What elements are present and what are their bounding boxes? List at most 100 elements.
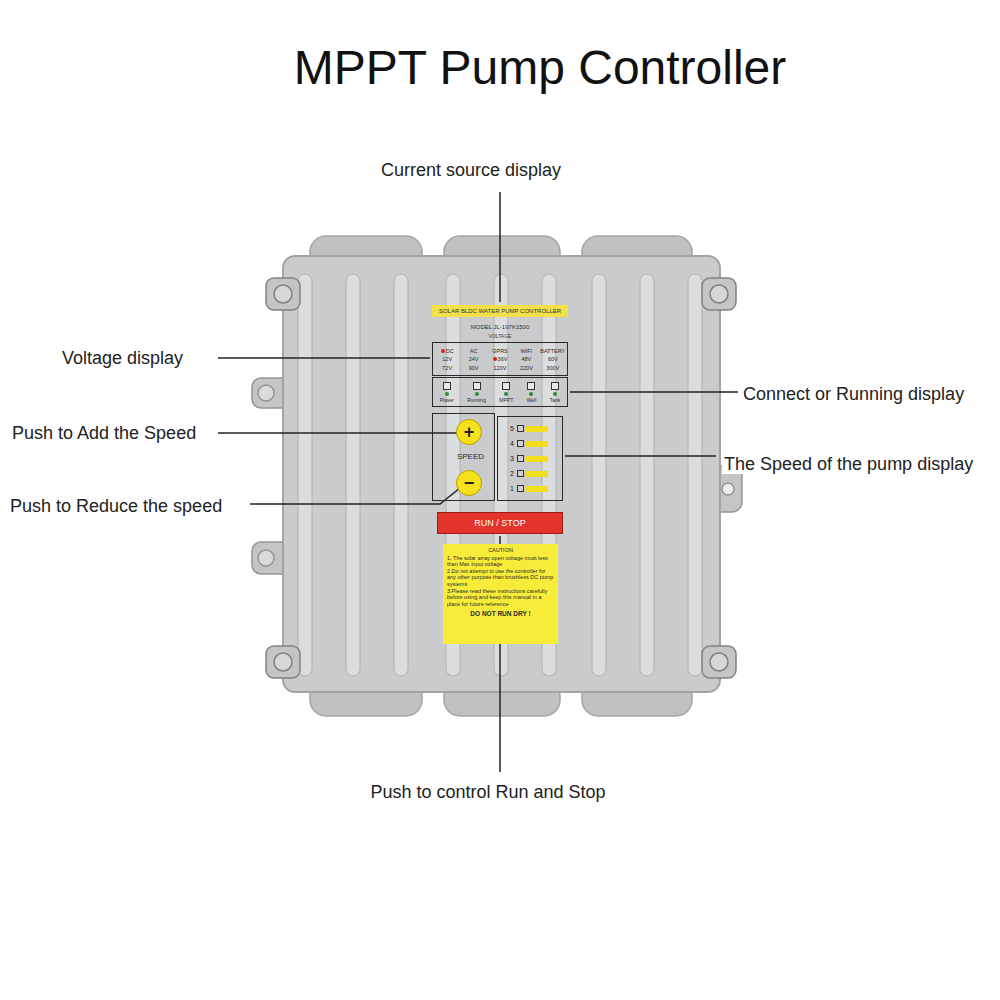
panel-button: RUN / STOP: [437, 512, 563, 534]
indicator-cell: Power: [440, 382, 454, 403]
indicator-cell: Well: [527, 382, 537, 403]
panel-circle: −: [456, 470, 482, 496]
diagram-title: MPPT Pump Controller: [294, 40, 787, 95]
indicator-led: [553, 392, 557, 396]
level-led: [517, 485, 524, 492]
indicator-cell: MPPT: [499, 382, 513, 403]
voltage-cell: GPRS: [487, 348, 513, 354]
speed-level-row: 3: [510, 455, 562, 462]
voltage-cell: BATTERY: [540, 348, 566, 354]
caution-text: 3.Please read these instructions careful…: [447, 588, 554, 608]
speed-level-number: 1: [510, 485, 517, 492]
voltage-text: BATTERY: [540, 348, 565, 354]
indicator-dot: [441, 349, 445, 353]
voltage-text: 36V: [498, 356, 508, 362]
voltage-cell: 220V: [513, 365, 539, 371]
level-led: [517, 425, 524, 432]
voltage-text: 300V: [546, 365, 559, 371]
voltage-text: 48V: [521, 356, 531, 362]
leader-lines: [218, 192, 738, 772]
housing-ribs: [298, 274, 702, 676]
indicator-text: Tank: [550, 397, 561, 403]
level-bar: [526, 426, 548, 432]
indicator-icon: [502, 382, 510, 390]
level-bar: [526, 471, 548, 477]
caution-text: 1. The solar array open voltage must les…: [447, 555, 554, 568]
callout-label: The Speed of the pump display: [722, 454, 975, 475]
speed-level-number: 5: [510, 425, 517, 432]
voltage-cell: 300V: [540, 365, 566, 371]
corner-screws: [266, 278, 736, 678]
level-bar: [526, 456, 548, 462]
voltage-cell: 60V: [540, 356, 566, 362]
voltage-text: 12V: [442, 356, 452, 362]
panel-circle: +: [456, 419, 482, 445]
voltage-text: 120V: [494, 365, 507, 371]
speed-level-number: 4: [510, 440, 517, 447]
indicator-text: MPPT: [499, 397, 513, 403]
indicator-led: [445, 392, 449, 396]
indicator-led: [504, 392, 508, 396]
nameplate-text: SOLAR BLDC WATER PUMP CONTROLLER: [439, 308, 561, 314]
speed-text: SPEED: [433, 452, 494, 461]
voltage-cell: AC: [460, 348, 486, 354]
speed-level-row: 5: [510, 425, 562, 432]
panel-print: VOLTAGE: [489, 334, 512, 340]
callout-label: Connect or Running display: [743, 384, 964, 405]
indicator-icon: [551, 382, 559, 390]
callout-label: Push to Reduce the speed: [10, 496, 222, 517]
voltage-cell: 120V: [487, 365, 513, 371]
level-bar: [526, 486, 548, 492]
voltage-cell: 24V: [460, 356, 486, 362]
button-symbol: +: [464, 423, 475, 441]
panel-print: MODEL JL-197K1500: [471, 324, 529, 331]
indicator-cell: Tank: [550, 382, 561, 403]
indicator-text: Running: [467, 397, 486, 403]
level-led: [517, 440, 524, 447]
voltage-cell: DC: [434, 348, 460, 354]
indicator-text: Power: [440, 397, 454, 403]
voltage-cell: 36V: [487, 356, 513, 362]
indicator-cell: Running: [467, 382, 486, 403]
voltage-text: 24V: [469, 356, 479, 362]
indicator-led: [529, 392, 533, 396]
voltage-cell: 48V: [513, 356, 539, 362]
speed-level-row: 4: [510, 440, 562, 447]
level-bar: [526, 441, 548, 447]
caution-text: CAUTION: [447, 547, 554, 554]
voltage-cell: 12V: [434, 356, 460, 362]
indicator-dot: [493, 357, 497, 361]
indicator-icon: [443, 382, 451, 390]
caution-text: 2.Do not attempt to use the controller f…: [447, 568, 554, 588]
speed-level-number: 2: [510, 470, 517, 477]
caution-text: DO NOT RUN DRY !: [447, 610, 554, 618]
housing-body: [283, 256, 720, 692]
indicator-text: Well: [527, 397, 537, 403]
indicator-icon: [473, 382, 481, 390]
speed-level-row: 2: [510, 470, 562, 477]
panel-speed: SPEED + −: [432, 413, 495, 501]
voltage-cell: 90V: [460, 365, 486, 371]
voltage-text: 220V: [520, 365, 533, 371]
panel-grid: DC AC GPRS WIFI BATTERY 12V 24V 36V 48V 60V 72V 90V…: [432, 342, 568, 376]
run-stop-text: RUN / STOP: [474, 518, 525, 528]
voltage-text: AC: [470, 348, 478, 354]
indicator-led: [475, 392, 479, 396]
voltage-text: 72V: [442, 365, 452, 371]
voltage-text: DC: [446, 348, 454, 354]
panel-caution: CAUTION1. The solar array open voltage m…: [443, 544, 558, 644]
voltage-cell: 72V: [434, 365, 460, 371]
button-symbol: −: [464, 474, 475, 492]
voltage-text: GPRS: [492, 348, 508, 354]
speed-level-row: 1: [510, 485, 562, 492]
voltage-text: 60V: [548, 356, 558, 362]
panel-band: SOLAR BLDC WATER PUMP CONTROLLER: [432, 305, 568, 317]
callout-label: Push to control Run and Stop: [370, 782, 605, 803]
callout-label: Push to Add the Speed: [12, 423, 196, 444]
level-led: [517, 455, 524, 462]
voltage-text: WIFI: [521, 348, 533, 354]
callout-label: Current source display: [381, 160, 561, 181]
voltage-text: 90V: [469, 365, 479, 371]
panel-ind: Power Running MPPT Well Tank: [432, 377, 568, 407]
